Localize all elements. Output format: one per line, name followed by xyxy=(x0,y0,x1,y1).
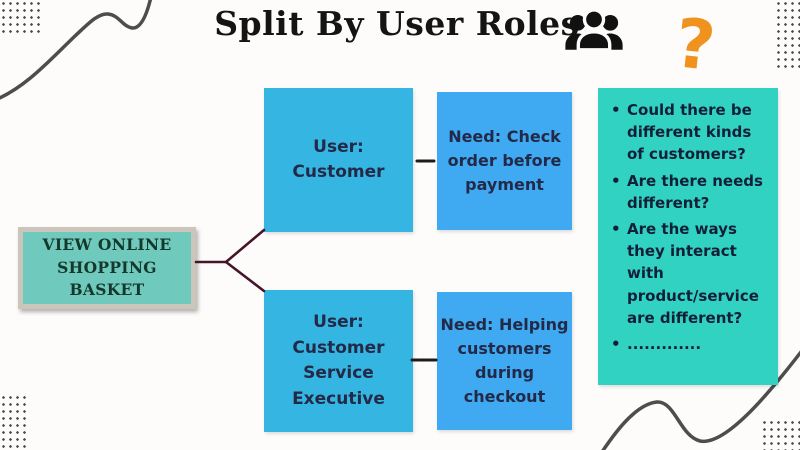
question-item: Are there needs different? xyxy=(610,170,770,214)
question-item: ............. xyxy=(610,333,770,355)
user-box-customer-label: User: Customer xyxy=(292,136,385,183)
page-title: Split By User Roles xyxy=(214,4,580,43)
dot-grid-bottom-right xyxy=(761,419,800,450)
need-box-helping-checkout-label: Need: Helping customers during checkout xyxy=(440,315,569,406)
dot-grid-top-right xyxy=(775,0,800,68)
dot-grid-bottom-left xyxy=(0,394,27,450)
question-mark-icon: ? xyxy=(671,4,719,87)
root-box: VIEW ONLINE SHOPPING BASKET xyxy=(18,227,196,309)
root-box-label: VIEW ONLINE SHOPPING BASKET xyxy=(42,235,172,300)
dot-grid-top-left xyxy=(0,0,44,36)
questions-panel: Could there be different kinds of custom… xyxy=(598,88,778,385)
user-box-service-executive: User: Customer Service Executive xyxy=(264,290,413,432)
need-box-check-order-label: Need: Check order before payment xyxy=(447,127,562,194)
question-item: Could there be different kinds of custom… xyxy=(610,99,770,166)
questions-list: Could there be different kinds of custom… xyxy=(610,99,770,355)
need-box-helping-checkout: Need: Helping customers during checkout xyxy=(437,292,572,430)
user-box-customer: User: Customer xyxy=(264,88,413,232)
group-of-people-icon xyxy=(565,8,623,52)
user-box-service-executive-label: User: Customer Service Executive xyxy=(292,312,385,409)
question-item: Are the ways they interact with product/… xyxy=(610,218,770,329)
need-box-check-order: Need: Check order before payment xyxy=(437,92,572,230)
dash-connectors xyxy=(410,159,438,362)
branch-connector xyxy=(194,228,266,293)
